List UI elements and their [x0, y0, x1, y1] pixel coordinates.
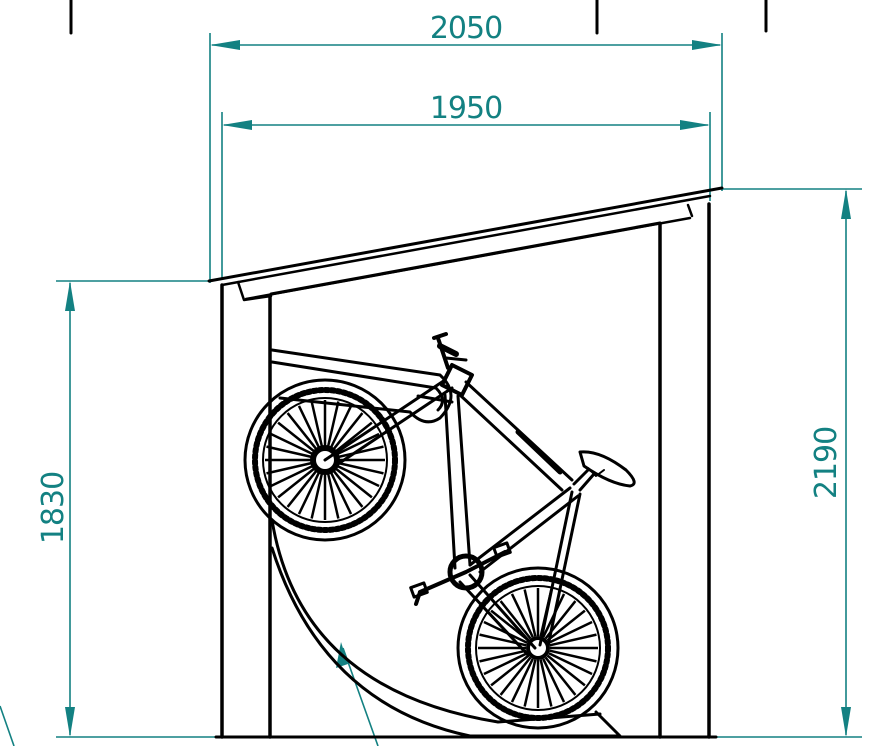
wheel-spoke [337, 432, 380, 456]
wheel-spoke [326, 473, 340, 519]
wheel-spoke [266, 461, 312, 475]
wheel-spoke [286, 412, 318, 450]
wheel-spoke [270, 464, 313, 488]
rear-height-label: 2190 [809, 427, 844, 499]
wheel-spoke [335, 467, 373, 499]
overall-width-label: 2050 [430, 11, 502, 46]
wheel-spoke [539, 659, 553, 707]
wheel-spoke [510, 593, 534, 638]
dimension-front-height: 1830 [36, 280, 222, 738]
inner-width-label: 1950 [430, 91, 502, 126]
wheel-spoke [326, 401, 340, 447]
front-wheel [243, 378, 407, 542]
wheel-spoke [499, 600, 532, 640]
wheel-spoke [548, 620, 593, 644]
wheel-spoke [332, 412, 364, 450]
wheel-spoke [546, 654, 586, 687]
wheel-spoke [329, 405, 353, 448]
wheel-spoke [549, 633, 597, 647]
wheel-spoke [523, 659, 537, 707]
wheel-spoke [483, 652, 528, 676]
wheel-spoke [490, 654, 530, 687]
bike-frame [323, 332, 636, 657]
bike-ramp [270, 518, 622, 738]
wheel-spoke [332, 470, 364, 508]
wheel-spoke [523, 589, 537, 637]
front-height-label: 1830 [36, 472, 71, 544]
wheel-spoke [548, 652, 593, 676]
wheel-spoke [310, 473, 324, 519]
wheel-spoke [479, 649, 527, 663]
bicycle [243, 332, 636, 730]
wheel-spoke [329, 472, 353, 515]
wheel-spoke [277, 467, 315, 499]
wheel-spoke [310, 401, 324, 447]
wheel-spoke [297, 472, 321, 515]
dimension-inner-width: 1950 [221, 91, 711, 280]
wheel-spoke [338, 461, 384, 475]
wheel-spoke [286, 470, 318, 508]
wheel-spoke [337, 464, 380, 488]
wheel-spoke [277, 421, 315, 453]
wheel-spoke [544, 656, 577, 696]
wheel-spoke [546, 609, 586, 642]
dimension-rear-height: 2190 [710, 188, 862, 738]
wheel-spoke [266, 445, 312, 459]
wheel-spoke [510, 658, 534, 703]
wheel-spoke [338, 445, 384, 459]
wheel-spoke [549, 649, 597, 663]
top-ticks [69, 0, 768, 35]
rear-wheel [456, 566, 620, 730]
wheel-spoke [542, 658, 566, 703]
wheel-spoke [335, 421, 373, 453]
wheel-spoke [499, 656, 532, 696]
wheel-spoke [270, 432, 313, 456]
leader-lines [0, 642, 379, 746]
shelter-structure [207, 186, 724, 739]
dimension-overall-width: 2050 [209, 11, 723, 283]
wheel-spoke [297, 405, 321, 448]
